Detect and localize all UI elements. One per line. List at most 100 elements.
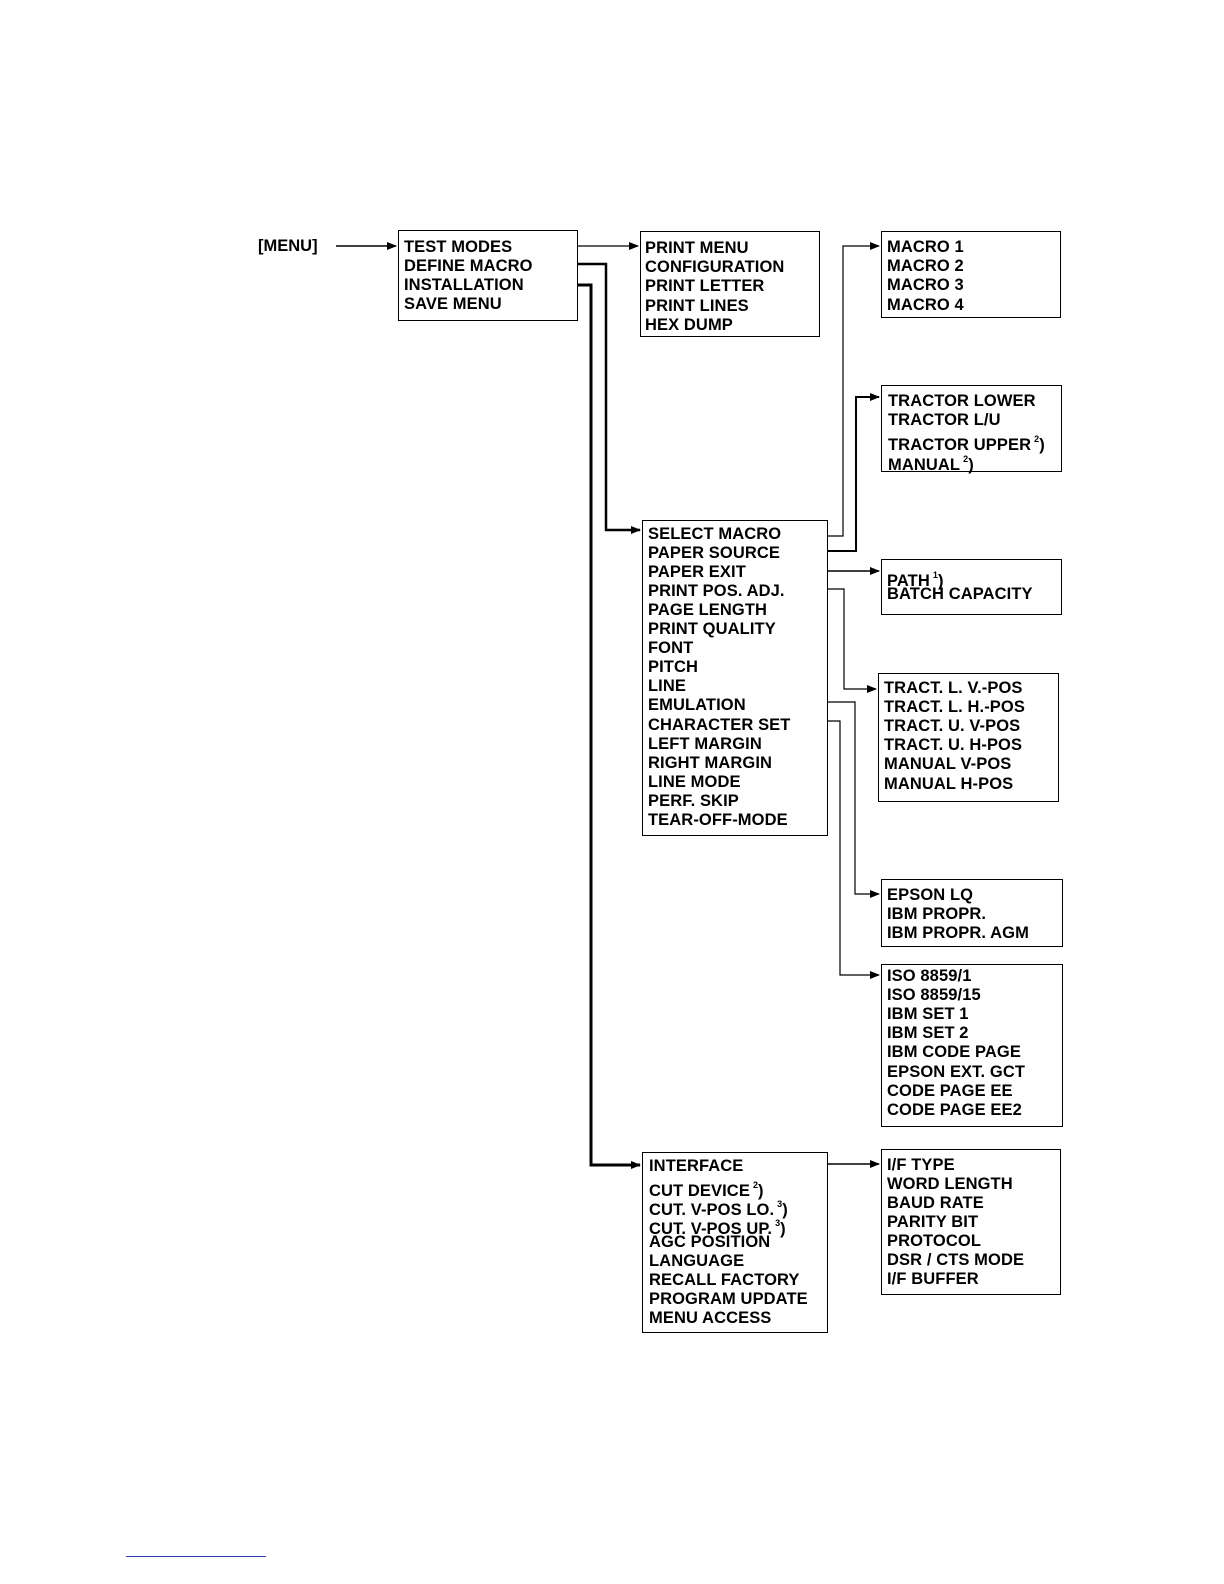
macros-box [881,231,1061,318]
interface-box [881,1149,1061,1295]
macro-item: MACRO 3 [887,276,964,295]
paper-source-item: TRACTOR LOWER [888,392,1036,411]
define-macro-item: LINE [648,677,686,696]
installation-item: CUT. V-POS UP.3) [649,1214,786,1239]
interface-item: I/F TYPE [887,1156,955,1174]
print-pos-item: TRACT. U. H-POS [884,736,1023,755]
installation-item: INTERFACE [649,1157,743,1176]
main-menu-item: DEFINE MACRO [404,257,533,275]
footnote-marker: 2 [963,453,969,464]
item-text: TRACTOR UPPER [888,436,1032,455]
charset-item: ISO 8859/1 [887,967,972,985]
macro-item: MACRO 4 [887,295,964,314]
main-menu-item: INSTALLATION [404,276,524,294]
define-macro-item: PAPER SOURCE [648,544,780,563]
item-text: RECALL FACTORY [649,1271,800,1290]
menu-root-label: [MENU] [258,237,318,255]
footnote-marker: 2 [752,1180,759,1191]
interface-item: BAUD RATE [887,1194,984,1213]
charset-item: IBM CODE PAGE [887,1043,1021,1062]
item-text: PATH [887,572,930,590]
define-macro-item: RIGHT MARGIN [648,753,773,772]
footnote-paren: ) [937,572,944,590]
character-set-box [881,964,1063,1127]
main-menu-item: TEST MODES [404,238,513,256]
paper-exit-box [881,559,1062,615]
item-text: CUT. V-POS UP. [649,1220,773,1239]
item-text: TRACTOR LOWER [888,392,1036,410]
paper-source-connector [800,393,880,552]
item-text: CUT. V-POS LO. [649,1201,775,1220]
test-modes-item: PRINT LINES [645,296,749,315]
item-text: TRACTOR L/U [888,411,1001,430]
footnote-marker: 3 [775,1218,781,1229]
installation-item: RECALL FACTORY [649,1271,800,1290]
define-macro-item: FONT [648,639,694,658]
emulation-item: IBM PROPR. AGM [887,924,1029,943]
footnote-paren: ) [758,1182,764,1201]
item-text: CUT DEVICE [649,1182,750,1201]
print-pos-item: MANUAL V-POS [884,755,1012,774]
charset-item: ISO 8859/15 [887,986,981,1005]
define-macro-item: PAGE LENGTH [648,601,768,620]
item-text: AGC POSITION [649,1233,771,1252]
define-macro-box [642,520,828,836]
footnote-paren: ) [780,1220,786,1239]
macro-item: MACRO 2 [887,257,964,276]
test-modes-item: PRINT LETTER [645,277,765,296]
item-text: PROGRAM UPDATE [649,1290,808,1309]
item-text: MENU ACCESS [649,1309,772,1328]
main-menu-box [398,230,578,321]
interface-item: PARITY BIT [887,1213,979,1232]
charset-item: CODE PAGE EE [887,1081,1013,1100]
footnote-paren: ) [968,455,974,474]
select-macro-connector [813,242,880,537]
test-modes-item: HEX DUMP [645,315,733,334]
installation-item: CUT. V-POS LO.3) [649,1195,788,1220]
define-macro-item: TEAR-OFF-MODE [648,810,788,829]
define-macro-item: LEFT MARGIN [648,734,762,753]
define-macro-item: PRINT QUALITY [648,620,776,639]
footnote-paren: ) [1039,436,1045,455]
paper-source-item: TRACTOR L/U [888,411,1001,430]
define-macro-item: SELECT MACRO [648,525,782,543]
test-modes-item: PRINT MENU [645,239,749,257]
installation-item: MENU ACCESS [649,1309,771,1328]
define-macro-item: LINE MODE [648,772,741,791]
define-macro-item: CHARACTER SET [648,715,791,734]
charset-item: IBM SET 2 [887,1024,969,1043]
define-macro-connector [570,262,641,534]
define-macro-item: PAPER EXIT [648,563,746,582]
emulation-item: EPSON LQ [887,886,974,904]
test-modes-item: CONFIGURATION [645,258,785,277]
item-text: INTERFACE [649,1157,744,1175]
interface-item: PROTOCOL [887,1232,981,1251]
print-pos-item: TRACT. L. V.-POS [884,679,1023,697]
interface-item: WORD LENGTH [887,1175,1013,1194]
print-pos-adj-box [878,673,1059,802]
emulation-item: IBM PROPR. [887,905,987,924]
interface-item: I/F BUFFER [887,1270,979,1289]
print-pos-item: TRACT. L. H.-POS [884,698,1025,717]
footnote-paren: ) [782,1201,788,1220]
paper-source-box [881,385,1062,472]
item-text: BATCH CAPACITY [887,585,1033,604]
define-macro-item: PERF. SKIP [648,791,739,810]
interface-item: DSR / CTS MODE [887,1251,1025,1270]
installation-item: PROGRAM UPDATE [649,1290,808,1309]
define-macro-item: PRINT POS. ADJ. [648,582,785,601]
print-pos-item: TRACT. U. V-POS [884,717,1021,736]
installation-item: AGC POSITION [649,1233,770,1252]
footnote-marker: 2 [1034,434,1040,445]
footnote-marker: 1 [932,570,938,580]
define-macro-item: PITCH [648,658,698,677]
print-pos-item: MANUAL H-POS [884,774,1014,793]
item-text: MANUAL [888,455,961,474]
macro-item: MACRO 1 [887,238,964,256]
emulation-box [881,879,1063,947]
main-menu-item: SAVE MENU [404,295,502,313]
